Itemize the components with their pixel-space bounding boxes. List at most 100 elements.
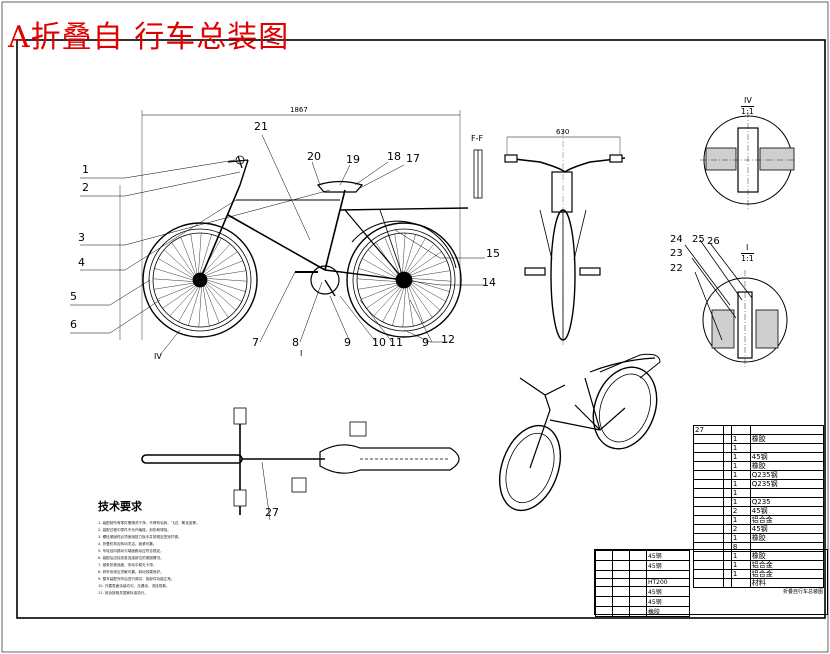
part-number-4: 4 xyxy=(78,256,85,269)
title-block-cell xyxy=(629,596,647,607)
bom-cell: 1 xyxy=(730,452,751,462)
part-number-19: 19 xyxy=(346,153,360,166)
part-number-22: 22 xyxy=(670,263,683,274)
title-block-cell xyxy=(646,570,690,579)
bom-cell: Q235钢 xyxy=(749,470,825,480)
title-block-cell xyxy=(612,578,630,587)
title-block-cell xyxy=(595,596,613,607)
part-number-14: 14 xyxy=(482,276,496,289)
wheel-spoke xyxy=(157,284,195,300)
section-ff-view xyxy=(473,149,483,199)
wheel-spoke xyxy=(366,285,400,309)
title-block-cell xyxy=(612,560,630,571)
detail-i-label: I xyxy=(746,243,749,252)
bom-cell: 2 xyxy=(730,506,751,516)
title-block-cell xyxy=(629,560,647,571)
wheel-spoke xyxy=(206,278,247,282)
bom-cell xyxy=(723,497,732,507)
wheel-spoke xyxy=(188,286,201,326)
wheel-spoke xyxy=(153,278,194,282)
tech-requirement-line: 6. 装配后应检查各连接部位的紧固情况。 xyxy=(98,556,164,560)
part-number-9: 9 xyxy=(344,336,351,349)
bom-cell xyxy=(692,452,725,462)
part-number-15: 15 xyxy=(486,247,500,260)
wheel-spoke xyxy=(169,286,198,317)
bom-cell: 1 xyxy=(730,533,751,543)
wheel-spoke xyxy=(382,286,403,322)
bom-cell xyxy=(723,533,732,543)
bom-cell xyxy=(749,425,825,435)
bom-cell xyxy=(723,479,732,489)
title-block-cell xyxy=(612,586,630,597)
part-number-10: 10 xyxy=(372,336,386,349)
wheel-spoke xyxy=(403,234,416,274)
wheel-spoke xyxy=(357,278,398,282)
title-block-cell xyxy=(595,570,613,579)
wheel-spoke xyxy=(362,258,398,279)
part-number-20: 20 xyxy=(307,150,321,163)
bicycle-top-view xyxy=(141,407,460,521)
part-number-6: 6 xyxy=(70,318,77,331)
wheel-spoke xyxy=(158,258,194,279)
bom-cell: 2 xyxy=(730,524,751,534)
wheel-spoke xyxy=(204,251,238,275)
part-number-9b: 9 xyxy=(422,336,429,349)
tech-requirement-line: 11. 其余按相关国家标准执行。 xyxy=(98,591,148,595)
title-block-cell xyxy=(612,570,630,579)
bom-cell xyxy=(723,506,732,516)
title-block-cell: 45钢 xyxy=(646,586,690,597)
wheel-spoke xyxy=(357,282,398,290)
part-number-21: 21 xyxy=(254,120,268,133)
wheel-spoke xyxy=(406,286,414,327)
wheel-spoke xyxy=(375,242,399,276)
bom-cell: 1 xyxy=(730,497,751,507)
wheel-spoke xyxy=(406,243,435,274)
bom-cell xyxy=(749,488,825,498)
bom-cell xyxy=(723,443,732,453)
bom-cell xyxy=(692,506,725,516)
wheel-spoke xyxy=(163,249,194,278)
wheel-spoke xyxy=(180,237,196,275)
wheel-spoke xyxy=(402,286,406,327)
wheel-spoke xyxy=(409,260,447,276)
title-block-cell: HT200 xyxy=(646,578,690,587)
tech-requirement-line: 2. 装配过程中零件不允许磕碰、划伤和锈蚀。 xyxy=(98,528,171,532)
title-block-row: HT200 xyxy=(595,578,690,587)
part-number-23: 23 xyxy=(670,248,683,259)
bom-cell xyxy=(723,488,732,498)
wheel-spoke xyxy=(373,286,402,317)
bom-cell: 橡胶 xyxy=(749,434,825,444)
wheel-spoke xyxy=(384,237,400,275)
bom-cell xyxy=(692,578,725,588)
bom-cell xyxy=(692,488,725,498)
title-block-cell xyxy=(612,596,630,607)
bom-cell xyxy=(723,470,732,480)
bom-cell xyxy=(730,425,751,435)
wheel-spoke xyxy=(205,284,229,318)
bom-cell: 45钢 xyxy=(749,452,825,462)
tech-requirement-line: 7. 链条张紧适度，传动平稳无卡滞。 xyxy=(98,563,157,567)
bom-cell xyxy=(723,461,732,471)
bom-cell xyxy=(692,461,725,471)
wheel-spoke xyxy=(202,243,231,274)
wheel-spoke xyxy=(408,251,442,275)
title-block-cell xyxy=(612,550,630,561)
bom-cell xyxy=(692,470,725,480)
wheel-spoke xyxy=(198,233,202,274)
title-block-cell xyxy=(595,578,613,587)
part-number-5: 5 xyxy=(70,290,77,303)
title-block-cell: 橡胶 xyxy=(646,606,690,617)
bom-row: 材料 xyxy=(692,578,825,588)
wheel-spoke xyxy=(202,286,210,327)
title-block-cell: 45钢 xyxy=(646,596,690,607)
part-number-3: 3 xyxy=(78,231,85,244)
bom-cell: 1 xyxy=(730,479,751,489)
title-block-cell xyxy=(629,570,647,579)
wheel-spoke xyxy=(201,238,222,274)
overall-length-dimension: 1867 xyxy=(290,106,308,114)
bom-cell xyxy=(692,497,725,507)
